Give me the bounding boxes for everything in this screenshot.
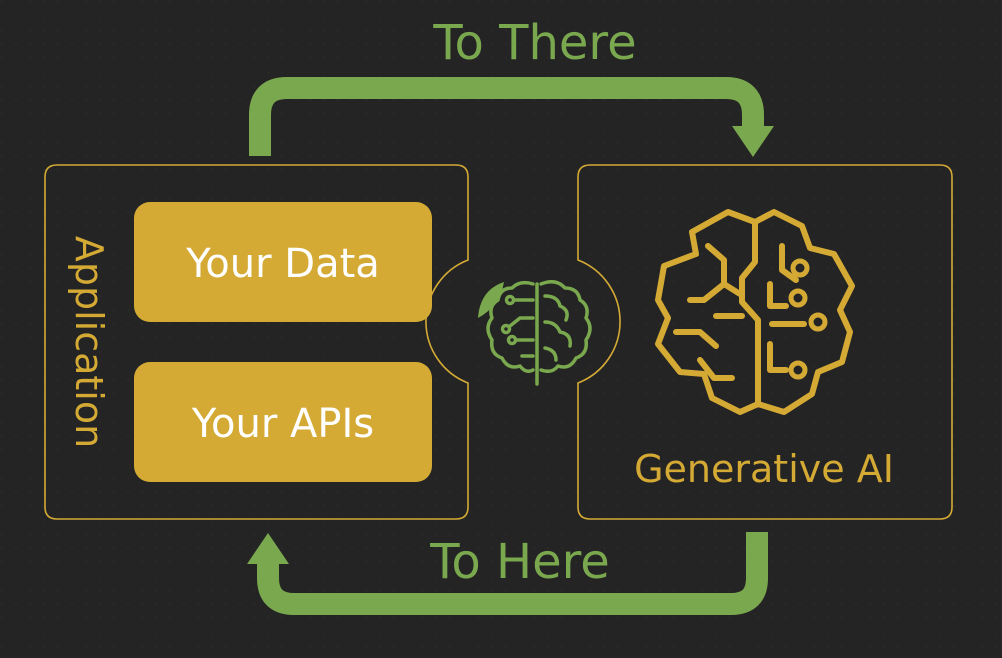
your-data-label: Your Data — [185, 241, 380, 287]
your-apis-card: Your APIs — [134, 362, 432, 482]
leaf-brain-icon — [478, 280, 592, 386]
top-arrow — [249, 77, 774, 157]
generative-ai-panel — [577, 164, 953, 520]
bottom-arrow — [247, 532, 768, 615]
your-apis-label: Your APIs — [191, 401, 374, 447]
to-there-label: To There — [432, 15, 636, 71]
generative-ai-title: Generative AI — [634, 447, 894, 491]
arrow-head-up — [247, 533, 289, 564]
circuit-brain-icon — [655, 209, 855, 415]
application-panel — [44, 164, 469, 520]
arrow-head-down — [732, 126, 774, 157]
application-title: Application — [67, 236, 111, 448]
to-here-label: To Here — [429, 534, 610, 590]
your-data-card: Your Data — [134, 202, 432, 322]
